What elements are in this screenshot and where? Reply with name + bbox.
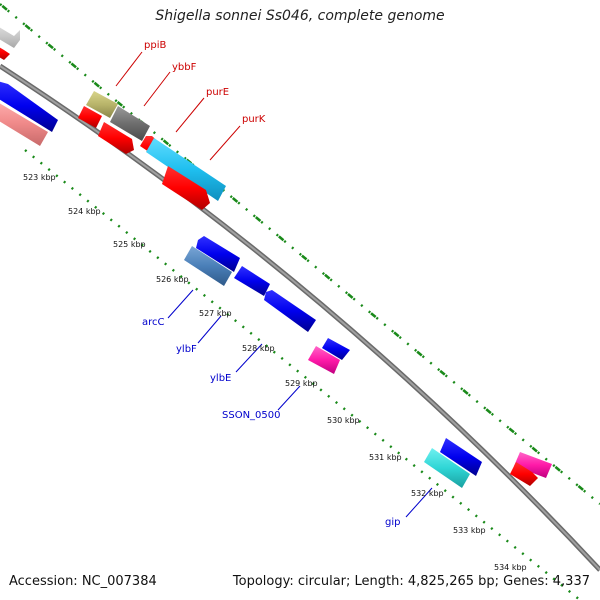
gene-label-arcC[interactable]: arcC [142, 317, 165, 328]
gene-feature-ybbF[interactable] [110, 106, 150, 141]
outer-tick-ring [0, 3, 600, 505]
gene-feature-ylbF[interactable] [234, 266, 270, 296]
gene-label-purK[interactable]: purK [242, 114, 266, 125]
gene-label-purE[interactable]: purE [206, 87, 229, 98]
gene-feature-purK[interactable] [146, 138, 226, 201]
gene-label-gip[interactable]: gip [385, 517, 400, 528]
kbp-label: 532 kbp [411, 489, 444, 498]
gene-labels: ppiB ybbF purE purK arcC ylbF ylbE SSON_… [142, 40, 400, 528]
gene-feature[interactable] [514, 452, 552, 478]
gene-feature[interactable] [162, 166, 210, 210]
gene-feature-ppiB[interactable] [86, 91, 118, 118]
map-title: Shigella sonnei Ss046, complete genome [155, 8, 445, 24]
kbp-label: 526 kbp [156, 275, 189, 284]
leader-ybbF [143, 71, 171, 107]
gene-feature-ylbE[interactable] [264, 290, 316, 332]
gene-feature[interactable] [440, 438, 482, 476]
accession-text: Accession: NC_007384 [9, 574, 157, 589]
leader-SSON_0500 [277, 385, 301, 411]
genome-summary-text: Topology: circular; Length: 4,825,265 bp… [232, 574, 590, 589]
gene-feature[interactable] [0, 24, 20, 48]
gene-feature[interactable] [78, 106, 102, 128]
gene-features [0, 24, 552, 486]
gene-features-inner [0, 80, 482, 488]
kbp-label: 529 kbp [285, 379, 318, 388]
kbp-label: 531 kbp [369, 453, 402, 462]
gene-label-ppiB[interactable]: ppiB [144, 40, 166, 51]
inner-tick-ring [24, 149, 581, 600]
kbp-label: 534 kbp [494, 563, 527, 572]
kbp-label: 533 kbp [453, 526, 486, 535]
gene-label-ylbE[interactable]: ylbE [210, 373, 231, 384]
leader-ppiB [115, 51, 143, 87]
kbp-label: 527 kbp [199, 309, 232, 318]
leader-purK [209, 125, 241, 161]
kbp-ruler: 523 kbp 524 kbp 525 kbp 526 kbp 527 kbp … [23, 173, 527, 572]
gene-feature[interactable] [196, 236, 240, 272]
leader-purE [175, 97, 205, 133]
kbp-label: 525 kbp [113, 240, 146, 249]
leader-arcC [167, 289, 194, 319]
gene-feature[interactable] [98, 122, 134, 154]
gene-label-ylbF[interactable]: ylbF [176, 344, 197, 355]
gene-feature[interactable] [0, 100, 48, 146]
gene-label-SSON_0500[interactable]: SSON_0500 [222, 410, 281, 421]
leader-ylbE [235, 343, 263, 373]
leader-gip [405, 487, 433, 518]
gene-feature-SSON_0500[interactable] [308, 346, 340, 374]
gene-feature[interactable] [0, 44, 10, 60]
label-leaders [115, 51, 433, 518]
gene-feature-arcC[interactable] [184, 246, 232, 286]
genome-backbone-highlight [0, 65, 600, 571]
leader-ylbF [197, 315, 222, 344]
kbp-label: 528 kbp [242, 344, 275, 353]
gene-feature[interactable] [510, 462, 538, 486]
gene-feature[interactable] [322, 338, 350, 360]
kbp-label: 530 kbp [327, 416, 360, 425]
gene-label-ybbF[interactable]: ybbF [172, 62, 197, 73]
kbp-label: 523 kbp [23, 173, 56, 182]
gene-feature[interactable] [0, 80, 58, 132]
kbp-label: 524 kbp [68, 207, 101, 216]
gene-feature-gip[interactable] [424, 448, 470, 488]
